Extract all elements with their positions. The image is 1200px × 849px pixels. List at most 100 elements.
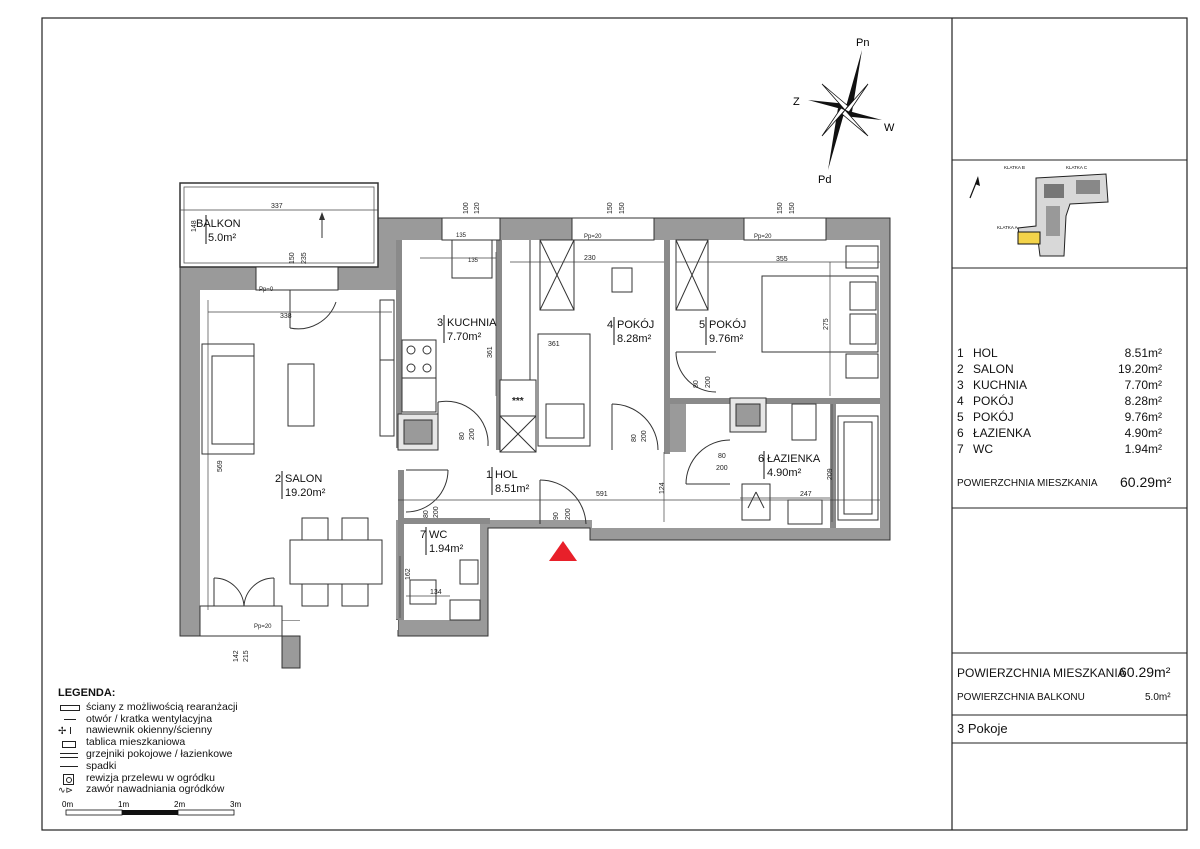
lazienka-number: 6	[758, 453, 764, 465]
ventilation-stars: ***	[512, 396, 524, 407]
dim-162: 162	[405, 568, 412, 580]
kuchnia-area: 7.70m²	[447, 331, 482, 343]
scale-0m: 0m	[62, 800, 73, 809]
dim-150-room5-b: 150	[789, 202, 796, 214]
legend-item: spadki	[58, 760, 238, 773]
balcony-name: BALKON	[196, 218, 241, 230]
legend-item: tablica mieszkaniowa	[58, 736, 238, 749]
dim-150-room5-a: 150	[777, 202, 784, 214]
dim-134: 134	[430, 589, 442, 596]
dim-200-room4: 200	[641, 430, 648, 442]
dim-361-kitchen: 361	[487, 346, 494, 358]
dim-200-kitchen: 200	[469, 428, 476, 440]
scale-1m: 1m	[118, 800, 129, 809]
summary-area-value: 60.29m²	[1119, 664, 1171, 680]
site-plan-thumbnail: KLATKA B KLATKA C KLATKA A	[969, 165, 1109, 257]
dim-124: 124	[659, 482, 666, 494]
dim-591: 591	[596, 491, 608, 498]
slope-icon	[58, 761, 80, 772]
pokoj5-area: 9.76m²	[709, 333, 744, 345]
compass-east-label: W	[884, 122, 895, 134]
summary-area-label: POWIERZCHNIA MIESZKANIA	[957, 666, 1126, 680]
dim-100: 100	[463, 202, 470, 214]
dim-247: 247	[800, 491, 812, 498]
dim-pp0: Pp=0	[259, 287, 274, 293]
legend-item: ściany z możliwością rearanżacji	[58, 701, 238, 714]
legend-title: LEGENDA:	[58, 687, 116, 699]
pokoj5-name: POKÓJ	[709, 318, 746, 331]
dim-150-room4-a: 150	[607, 202, 614, 214]
dim-338: 338	[280, 313, 292, 320]
compass-west-label: Z	[793, 96, 800, 108]
compass-north-label: Pn	[856, 37, 869, 49]
dim-90-entrance: 90	[553, 512, 560, 520]
pokoj5-number: 5	[699, 319, 705, 331]
dim-pp20-salon: Pp=20	[254, 624, 272, 630]
irrigation-valve-icon: ∿⊳	[58, 784, 74, 795]
wc-name: WC	[429, 529, 447, 541]
dim-200-room5: 200	[705, 376, 712, 388]
dim-120: 120	[474, 202, 481, 214]
legend: LEGENDA: ściany z możliwością rearanżacj…	[58, 687, 238, 796]
legend-item: rewizja przelewu w ogródku	[58, 772, 238, 785]
scale-2m: 2m	[174, 800, 185, 809]
kuchnia-name: KUCHNIA	[447, 317, 497, 329]
hol-name: HOL	[495, 469, 518, 481]
scale-3m: 3m	[230, 800, 241, 809]
lazienka-name: ŁAZIENKA	[767, 453, 821, 465]
dim-235: 235	[301, 252, 308, 264]
compass-south-label: Pd	[818, 174, 831, 186]
dim-135-window: 135	[456, 233, 467, 239]
dim-209: 209	[827, 468, 834, 480]
balcony-outline	[179, 182, 379, 268]
dim-80-wc: 80	[423, 510, 430, 518]
dim-150-balcony: 150	[289, 252, 296, 264]
legend-item: ✢ I nawiewnik okienny/ścienny	[58, 724, 213, 737]
dim-80-bath: 80	[718, 453, 726, 460]
sheet-border	[41, 17, 1188, 831]
salon-number: 2	[275, 473, 281, 485]
wc-number: 7	[420, 529, 426, 541]
floor-plan: 337 148 150 235 Pp=0 338 569 100 120 135…	[62, 182, 891, 816]
pokoj4-name: POKÓJ	[617, 318, 654, 331]
total-area-value: 60.29m²	[1120, 474, 1172, 490]
hol-number: 1	[486, 469, 492, 481]
dim-80-room4: 80	[631, 434, 638, 442]
salon-area: 19.20m²	[285, 487, 326, 499]
site-unit-highlight	[1017, 231, 1041, 245]
trickle-vent-icon: ✢ I	[58, 725, 72, 737]
dim-pp20-room5: Pp=20	[754, 234, 772, 240]
compass-arrow-north	[845, 50, 862, 112]
rearrangeable-wall-icon	[58, 702, 80, 713]
dim-200-bath: 200	[716, 465, 728, 472]
kuchnia-number: 3	[437, 317, 443, 329]
apartment-panel-icon	[58, 738, 80, 749]
salon-name: SALON	[285, 473, 322, 485]
balcony-area: 5.0m²	[208, 232, 236, 244]
legend-item: grzejniki pokojowe / łazienkowe	[58, 748, 238, 761]
site-label-c: KLATKA C	[1066, 165, 1088, 170]
site-label-b: KLATKA B	[1004, 165, 1025, 170]
site-label-a: KLATKA A	[997, 225, 1018, 230]
legend-item: otwór / kratka wentylacyjna	[58, 713, 238, 726]
dim-148: 148	[191, 220, 198, 232]
hol-area: 8.51m²	[495, 483, 530, 495]
wc-area: 1.94m²	[429, 543, 464, 555]
dim-337: 337	[271, 203, 283, 210]
pokoj4-area: 8.28m²	[617, 333, 652, 345]
dim-80-kitchen: 80	[459, 432, 466, 440]
pokoj4-number: 4	[607, 319, 613, 331]
dim-142: 142	[233, 650, 240, 662]
dim-80-room5: 80	[693, 380, 700, 388]
dim-361-room4: 361	[548, 341, 560, 348]
dim-150-room4-b: 150	[619, 202, 626, 214]
radiator-icon	[58, 749, 80, 760]
